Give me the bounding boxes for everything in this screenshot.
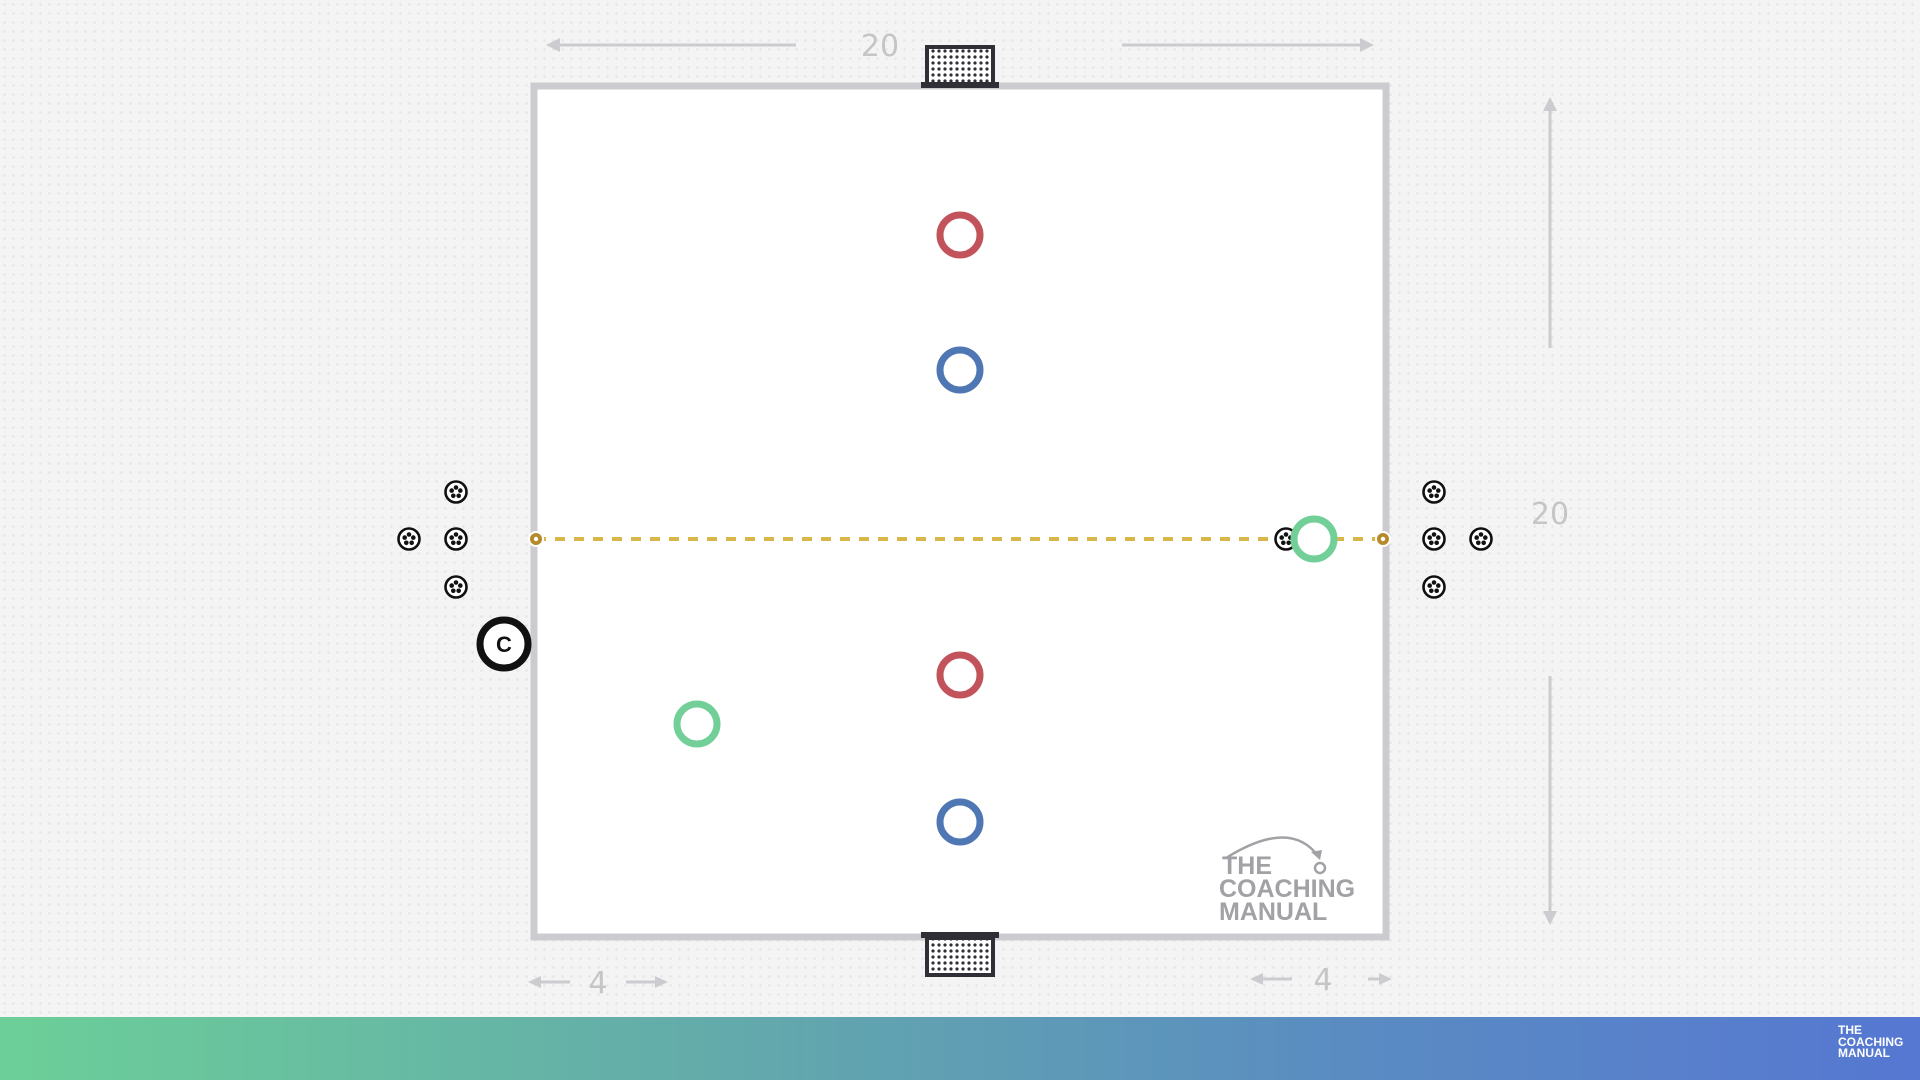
soccer-ball-icon: [444, 527, 468, 551]
soccer-ball-icon: [1469, 527, 1493, 551]
coach-marker: C: [476, 616, 532, 672]
player-blue-top: [936, 346, 984, 394]
player-red-top: [936, 211, 984, 259]
soccer-ball-icon: [1422, 480, 1446, 504]
coach-label: C: [496, 632, 512, 657]
footer-logo-line3: MANUAL: [1838, 1046, 1890, 1060]
left-zone-width-label: 4: [588, 966, 607, 1001]
watermark-logo: THE COACHING MANUAL: [1219, 836, 1355, 926]
soccer-ball-icon: [1422, 575, 1446, 599]
footer-bar: THE COACHING MANUAL: [0, 1017, 1920, 1080]
player-red-bottom: [936, 651, 984, 699]
soccer-ball-icon: [444, 480, 468, 504]
dimension-bottom-left: 4: [528, 966, 668, 1001]
goal-top: [921, 45, 999, 88]
dimension-right: 20: [1531, 97, 1569, 925]
footer-logo-line1: THE: [1838, 1023, 1862, 1037]
right-zone-width-label: 4: [1313, 963, 1332, 998]
footer-logo-line2: COACHING: [1838, 1034, 1904, 1049]
dimension-bottom-right: 4: [1250, 963, 1392, 998]
watermark-line1: THE: [1222, 852, 1272, 880]
soccer-ball-icon: [1422, 527, 1446, 551]
watermark-line2: COACHING: [1219, 875, 1355, 903]
soccer-ball-icon: [397, 527, 421, 551]
side-length-label: 20: [1531, 497, 1569, 532]
footer-logo: THE COACHING MANUAL: [1838, 1023, 1910, 1075]
player-green-halfway: [1290, 515, 1338, 563]
goal-bottom: [921, 932, 999, 977]
top-width-label: 20: [861, 29, 899, 64]
watermark-line3: MANUAL: [1219, 898, 1327, 926]
left-ball-supply: [397, 480, 468, 599]
right-ball-supply: [1422, 480, 1493, 599]
soccer-ball-icon: [444, 575, 468, 599]
dimension-top: 20: [546, 29, 1374, 64]
player-green-bottom: [673, 700, 721, 748]
player-blue-bottom: [936, 798, 984, 846]
